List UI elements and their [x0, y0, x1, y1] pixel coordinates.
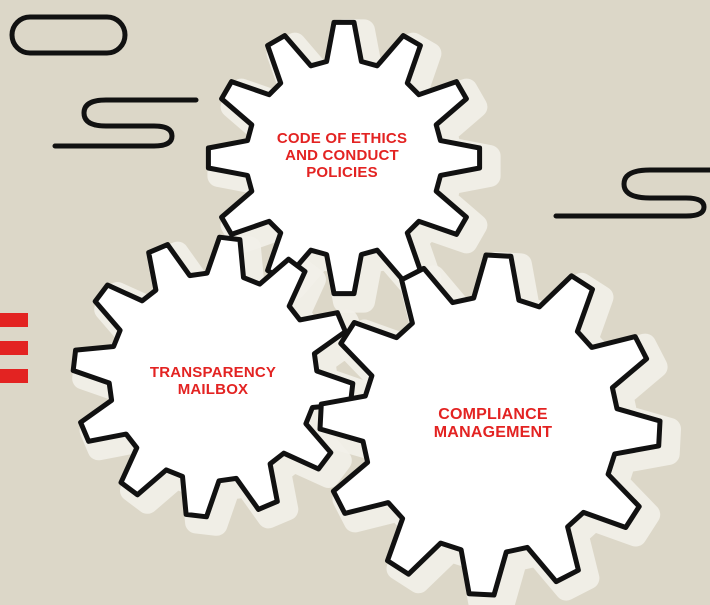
gear-compliance: [317, 252, 663, 598]
s-curve-doodle-left: [52, 97, 199, 149]
gear-label-compliance: COMPLIANCE MANAGEMENT: [408, 406, 578, 442]
accent-bar-middle: [0, 341, 28, 355]
gear-label-transparency: TRANSPARENCY MAILBOX: [133, 364, 293, 398]
gear-transparency: [70, 234, 356, 520]
gear-label-line: COMPLIANCE: [438, 406, 548, 423]
gear-ethics: [205, 19, 483, 297]
gear-label-line: AND CONDUCT: [285, 147, 399, 164]
gear-label-line: TRANSPARENCY: [149, 364, 277, 381]
gear-label-line: POLICIES: [306, 164, 378, 181]
accent-bar-bottom: [0, 369, 28, 383]
gear-label-ethics: CODE OF ETHICS AND CONDUCT POLICIES: [272, 130, 412, 181]
gear-label-line: MANAGEMENT: [433, 424, 553, 441]
gear-label-line: CODE OF ETHICS: [276, 130, 408, 147]
accent-bar-top: [0, 313, 28, 327]
pill-doodle: [9, 14, 128, 56]
gear-label-line: MAILBOX: [177, 381, 249, 398]
s-curve-doodle-right: [553, 167, 710, 219]
